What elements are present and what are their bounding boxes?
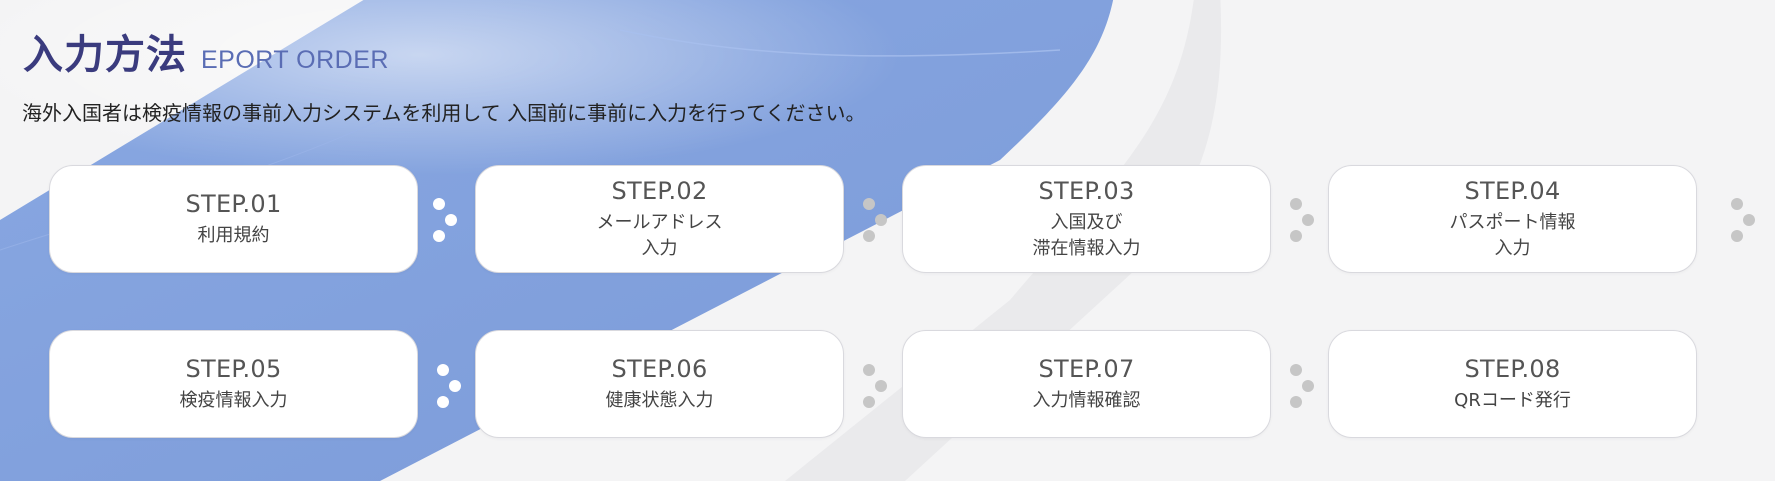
step-number: STEP.04 bbox=[1464, 177, 1561, 205]
three-dot-connector-icon bbox=[1290, 198, 1316, 244]
step-card-01[interactable]: STEP.01 利用規約 bbox=[49, 165, 418, 273]
step-card-06[interactable]: STEP.06 健康状態入力 bbox=[475, 330, 844, 438]
step-number: STEP.07 bbox=[1038, 355, 1135, 383]
three-dot-connector-icon bbox=[1290, 364, 1316, 410]
page-header: 入力方法 EPORT ORDER bbox=[23, 22, 389, 80]
page-subtitle: EPORT ORDER bbox=[201, 46, 389, 74]
step-label: 検疫情報入力 bbox=[179, 390, 288, 411]
step-number: STEP.08 bbox=[1464, 355, 1561, 383]
page-description: 海外入国者は検疫情報の事前入力システムを利用して 入国前に事前に入力を行ってくだ… bbox=[22, 101, 866, 125]
three-dot-connector-icon bbox=[863, 364, 889, 410]
step-card-03[interactable]: STEP.03 入国及び 滞在情報入力 bbox=[902, 165, 1271, 273]
step-card-07[interactable]: STEP.07 入力情報確認 bbox=[902, 330, 1271, 438]
step-label: 入力情報確認 bbox=[1032, 390, 1141, 411]
step-label: QRコード発行 bbox=[1454, 390, 1571, 411]
step-card-08[interactable]: STEP.08 QRコード発行 bbox=[1328, 330, 1697, 438]
three-dot-connector-icon bbox=[863, 198, 889, 244]
step-card-04[interactable]: STEP.04 パスポート情報 入力 bbox=[1328, 165, 1697, 273]
three-dot-connector-icon bbox=[1731, 198, 1757, 244]
step-number: STEP.02 bbox=[611, 177, 708, 205]
step-number: STEP.01 bbox=[185, 190, 282, 218]
step-card-05[interactable]: STEP.05 検疫情報入力 bbox=[49, 330, 418, 438]
step-label: メールアドレス 入力 bbox=[596, 212, 723, 259]
three-dot-connector-icon bbox=[437, 364, 463, 410]
step-label: 入国及び 滞在情報入力 bbox=[1032, 212, 1141, 259]
step-label: パスポート情報 入力 bbox=[1449, 212, 1576, 259]
step-number: STEP.05 bbox=[185, 355, 282, 383]
page-title: 入力方法 bbox=[23, 32, 187, 78]
step-label: 健康状態入力 bbox=[605, 390, 714, 411]
step-card-02[interactable]: STEP.02 メールアドレス 入力 bbox=[475, 165, 844, 273]
step-label: 利用規約 bbox=[197, 225, 270, 246]
step-number: STEP.03 bbox=[1038, 177, 1135, 205]
step-number: STEP.06 bbox=[611, 355, 708, 383]
three-dot-connector-icon bbox=[433, 198, 459, 244]
